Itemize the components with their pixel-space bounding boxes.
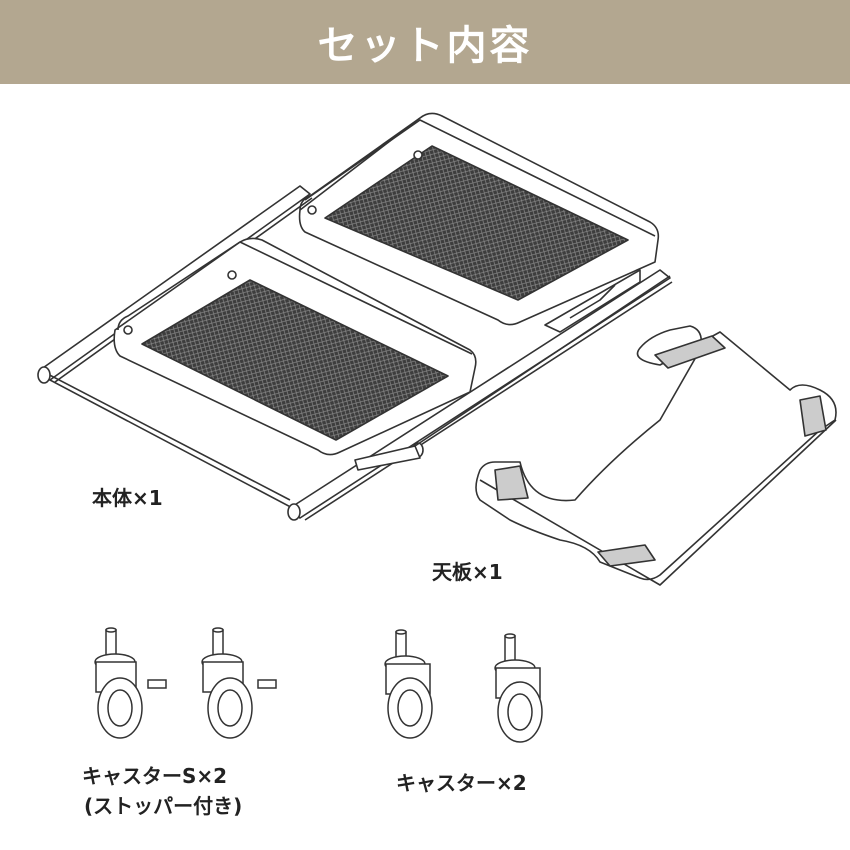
caster-s-right-drawing xyxy=(201,627,277,739)
label-caster-s-note: (ストッパー付き) xyxy=(84,794,243,818)
caster-s-left-drawing xyxy=(94,627,167,739)
top-board-drawing xyxy=(475,325,837,586)
label-main-body: 本体×1 xyxy=(92,486,163,510)
page-title: セット内容 xyxy=(317,23,533,69)
product-illustration xyxy=(37,112,837,743)
label-top-board: 天板×1 xyxy=(432,560,503,584)
caster-left-drawing xyxy=(384,629,433,739)
cart-body-drawing xyxy=(37,112,673,521)
header-banner: セット内容 xyxy=(0,0,850,84)
caster-right-drawing xyxy=(494,633,543,743)
label-caster-s: キャスターS×2 xyxy=(82,764,228,788)
label-caster: キャスター×2 xyxy=(396,771,527,795)
